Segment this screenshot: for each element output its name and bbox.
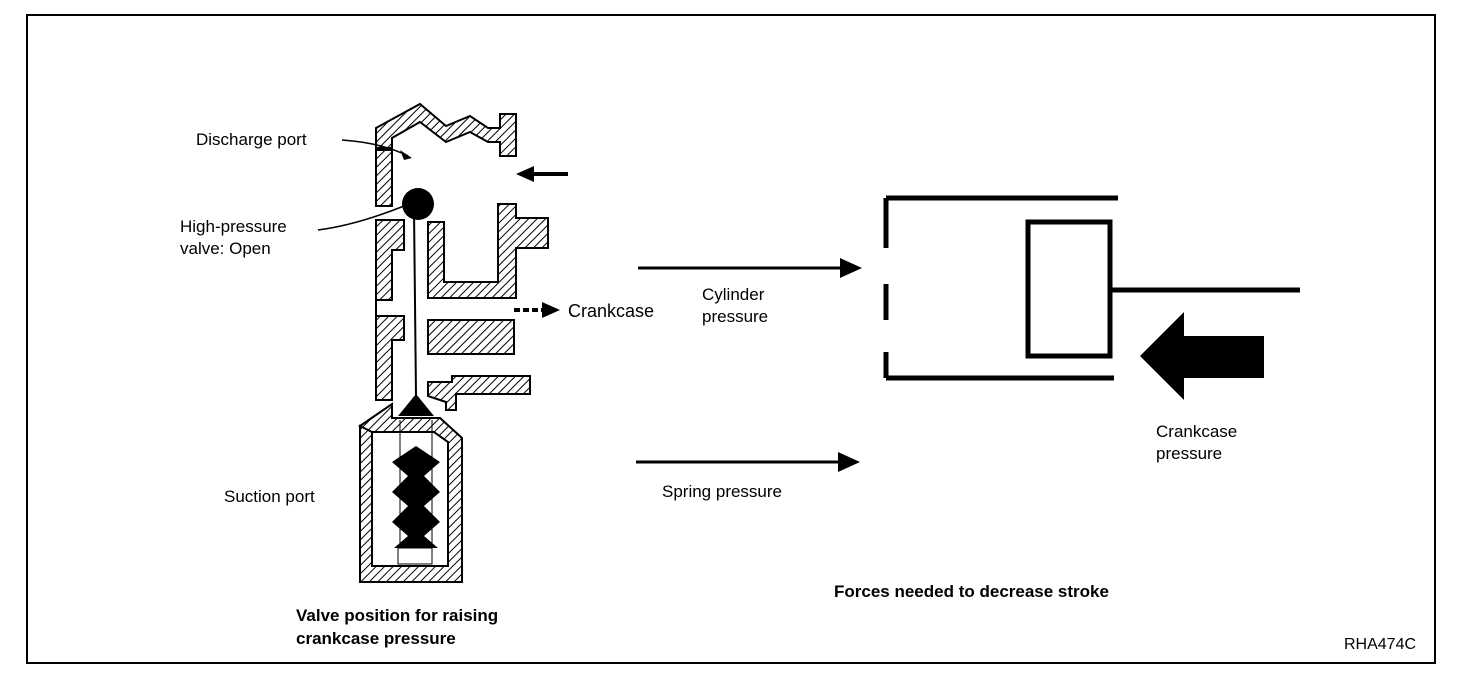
label-spring-pressure: Spring pressure [662, 482, 783, 501]
cylinder [883, 195, 1118, 381]
crankcase-arrow [514, 302, 560, 318]
leader-discharge-arrowhead [400, 150, 412, 160]
valve-wall-right-upper [427, 203, 549, 299]
label-high-pressure-valve: High-pressure valve: Open [180, 217, 287, 258]
figure-frame [26, 14, 1436, 664]
forces-caption: Forces needed to decrease stroke [834, 582, 1109, 601]
valve-push-rod [413, 209, 417, 397]
bellows [392, 420, 440, 565]
label-crankcase: Crankcase [568, 301, 655, 321]
valve-middle-block [427, 319, 515, 355]
high-pressure-ball [402, 188, 434, 220]
label-suction-port: Suction port [224, 487, 315, 506]
label-discharge-port: Discharge port [196, 130, 307, 149]
valve-wall-left-lower [375, 219, 405, 401]
label-cylinder-pressure: Cylinder pressure [702, 285, 769, 326]
valve-caption: Valve position for raising crankcase pre… [296, 606, 499, 648]
piston [1025, 219, 1113, 359]
crankcase-pressure-arrow [1140, 312, 1264, 400]
figure-id: RHA474C [1344, 636, 1417, 653]
valve-body [358, 102, 549, 583]
valve-wall-right-lower [427, 375, 531, 411]
valve-wall-left-upper [375, 149, 393, 207]
valve-top-cap [375, 102, 517, 157]
suction-chamber-housing [358, 402, 463, 583]
cylinder-pressure-arrow [638, 258, 862, 278]
valve-cone [398, 394, 434, 416]
label-crankcase-pressure: Crankcase pressure [1156, 422, 1238, 463]
spring-pressure-arrow [636, 452, 860, 472]
leader-high-pressure-valve [317, 205, 405, 231]
inlet-arrow [516, 166, 568, 182]
